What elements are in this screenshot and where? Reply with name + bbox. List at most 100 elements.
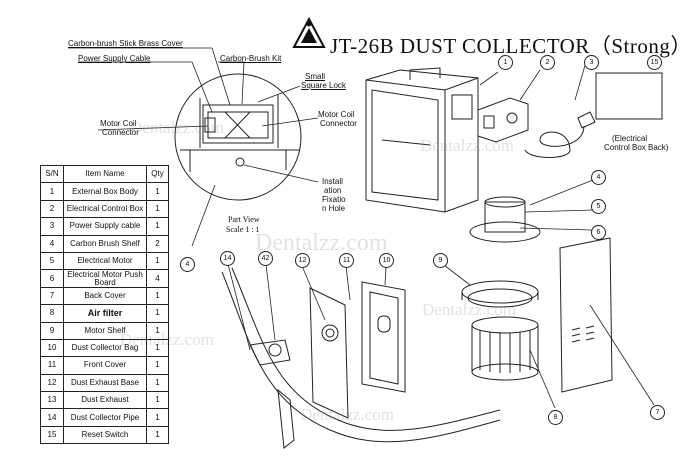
callout-9: 9 — [433, 253, 448, 268]
table-cell-sn: 3 — [40, 217, 64, 236]
table-cell-qty: 1 — [146, 304, 169, 323]
electrical-control-box — [477, 97, 529, 143]
callout-14: 14 — [220, 251, 235, 266]
table-cell-qty: 1 — [146, 217, 169, 236]
table-cell-sn: 10 — [40, 338, 64, 358]
callout-4-left: 4 — [180, 257, 195, 272]
callout-42: 42 — [258, 251, 273, 266]
table-cell-sn: 8 — [40, 304, 64, 323]
table-cell-name: Air filter — [63, 304, 147, 323]
table-cell-name: Front Cover — [63, 356, 147, 375]
callout-6: 6 — [591, 225, 606, 240]
callout-5: 5 — [591, 199, 606, 214]
table-cell-sn: 1 — [40, 182, 64, 201]
table-cell-name: Back Cover — [63, 286, 147, 306]
callout-8: 8 — [548, 410, 563, 425]
external-box-body — [365, 67, 479, 213]
table-cell-qty: 1 — [146, 338, 169, 358]
table-cell-sn: 4 — [40, 234, 64, 253]
table-cell-qty: 1 — [146, 286, 169, 306]
watermark: Dentalzz.com — [255, 230, 388, 256]
table-cell-sn: 11 — [40, 356, 64, 375]
label-power-supply-cable: Power Supply Cable — [78, 54, 151, 63]
table-cell-qty: 1 — [146, 425, 169, 445]
label-motor-coil-left-2: Connector — [102, 128, 139, 137]
label-motor-coil-left-1: Motor Coil — [100, 119, 137, 128]
callout-12: 12 — [295, 253, 310, 268]
air-filter — [471, 316, 539, 381]
table-cell-sn: 12 — [40, 373, 64, 393]
callout-4-right: 4 — [591, 170, 606, 185]
table-cell-qty: 1 — [146, 356, 169, 375]
table-cell-name: Dust Collector Pipe — [63, 408, 147, 427]
callout-2: 2 — [540, 55, 555, 70]
table-cell-sn: 13 — [40, 391, 64, 410]
table-cell-name: Electrical Motor Push Board — [63, 269, 147, 288]
header-item-name: Item Name — [63, 164, 147, 184]
table-cell-qty: 1 — [146, 182, 169, 201]
header-sn: S/N — [40, 164, 64, 184]
callout-10: 10 — [379, 253, 394, 268]
label-small-square-lock-2: Square Lock — [301, 81, 346, 90]
table-cell-name: Dust Collector Bag — [63, 338, 147, 358]
label-installation-2: ation — [324, 186, 342, 195]
label-carbon-brush-kit: Carbon-Brush Kit — [220, 54, 282, 63]
diagram-title: JT-26B DUST COLLECTOR（Strong） — [330, 34, 692, 58]
label-carbon-brush-stick: Carbon-brush Stick Brass Cover — [68, 39, 183, 48]
watermark: Dentalzz.com — [422, 300, 516, 319]
callout-11: 11 — [339, 253, 354, 268]
table-cell-qty: 1 — [146, 391, 169, 410]
table-cell-name: Power Supply cable — [63, 217, 147, 236]
table-cell-name: Motor Shelf — [63, 321, 147, 340]
table-cell-name: Electrical Control Box — [63, 199, 147, 219]
callout-3: 3 — [584, 55, 599, 70]
table-cell-qty: 1 — [146, 199, 169, 219]
table-cell-name: Dust Exhaust Base — [63, 373, 147, 393]
label-electrical-back-1: (Electrical — [612, 134, 648, 143]
table-cell-sn: 9 — [40, 321, 64, 340]
label-installation-1: Install — [322, 177, 343, 186]
label-part-view: Part View — [228, 215, 260, 224]
label-motor-coil-right-1: Motor Coil — [318, 110, 355, 119]
label-motor-coil-right-2: Connector — [320, 119, 357, 128]
header-qty: Qty — [146, 164, 169, 184]
brand-logo-icon — [292, 16, 326, 48]
table-cell-qty: 1 — [146, 373, 169, 393]
table-cell-qty: 1 — [146, 408, 169, 427]
table-cell-sn: 14 — [40, 408, 64, 427]
table-cell-sn: 5 — [40, 251, 64, 271]
watermark: Dentalzz.com — [300, 405, 394, 424]
table-cell-qty: 2 — [146, 234, 169, 253]
table-cell-name: Electrical Motor — [63, 251, 147, 271]
label-installation-3: Fixatio — [322, 195, 346, 204]
table-cell-sn: 2 — [40, 199, 64, 219]
front-cover-panel — [309, 287, 349, 419]
table-header-row: S/N Item Name Qty — [40, 164, 169, 184]
power-supply-cable — [524, 111, 596, 158]
callout-1: 1 — [498, 55, 513, 70]
part-view-detail — [174, 73, 302, 201]
table-cell-name: Dust Exhaust — [63, 391, 147, 410]
dust-collector-bag — [361, 281, 406, 393]
label-installation-4: n Hole — [322, 204, 346, 213]
table-cell-name: External Box Body — [63, 182, 147, 201]
table-cell-name: Carbon Brush Shelf — [63, 234, 147, 253]
table-cell-qty: 1 — [146, 321, 169, 340]
back-cover-panel — [559, 237, 613, 393]
label-part-view-scale: Scale 1 : 1 — [226, 225, 260, 234]
